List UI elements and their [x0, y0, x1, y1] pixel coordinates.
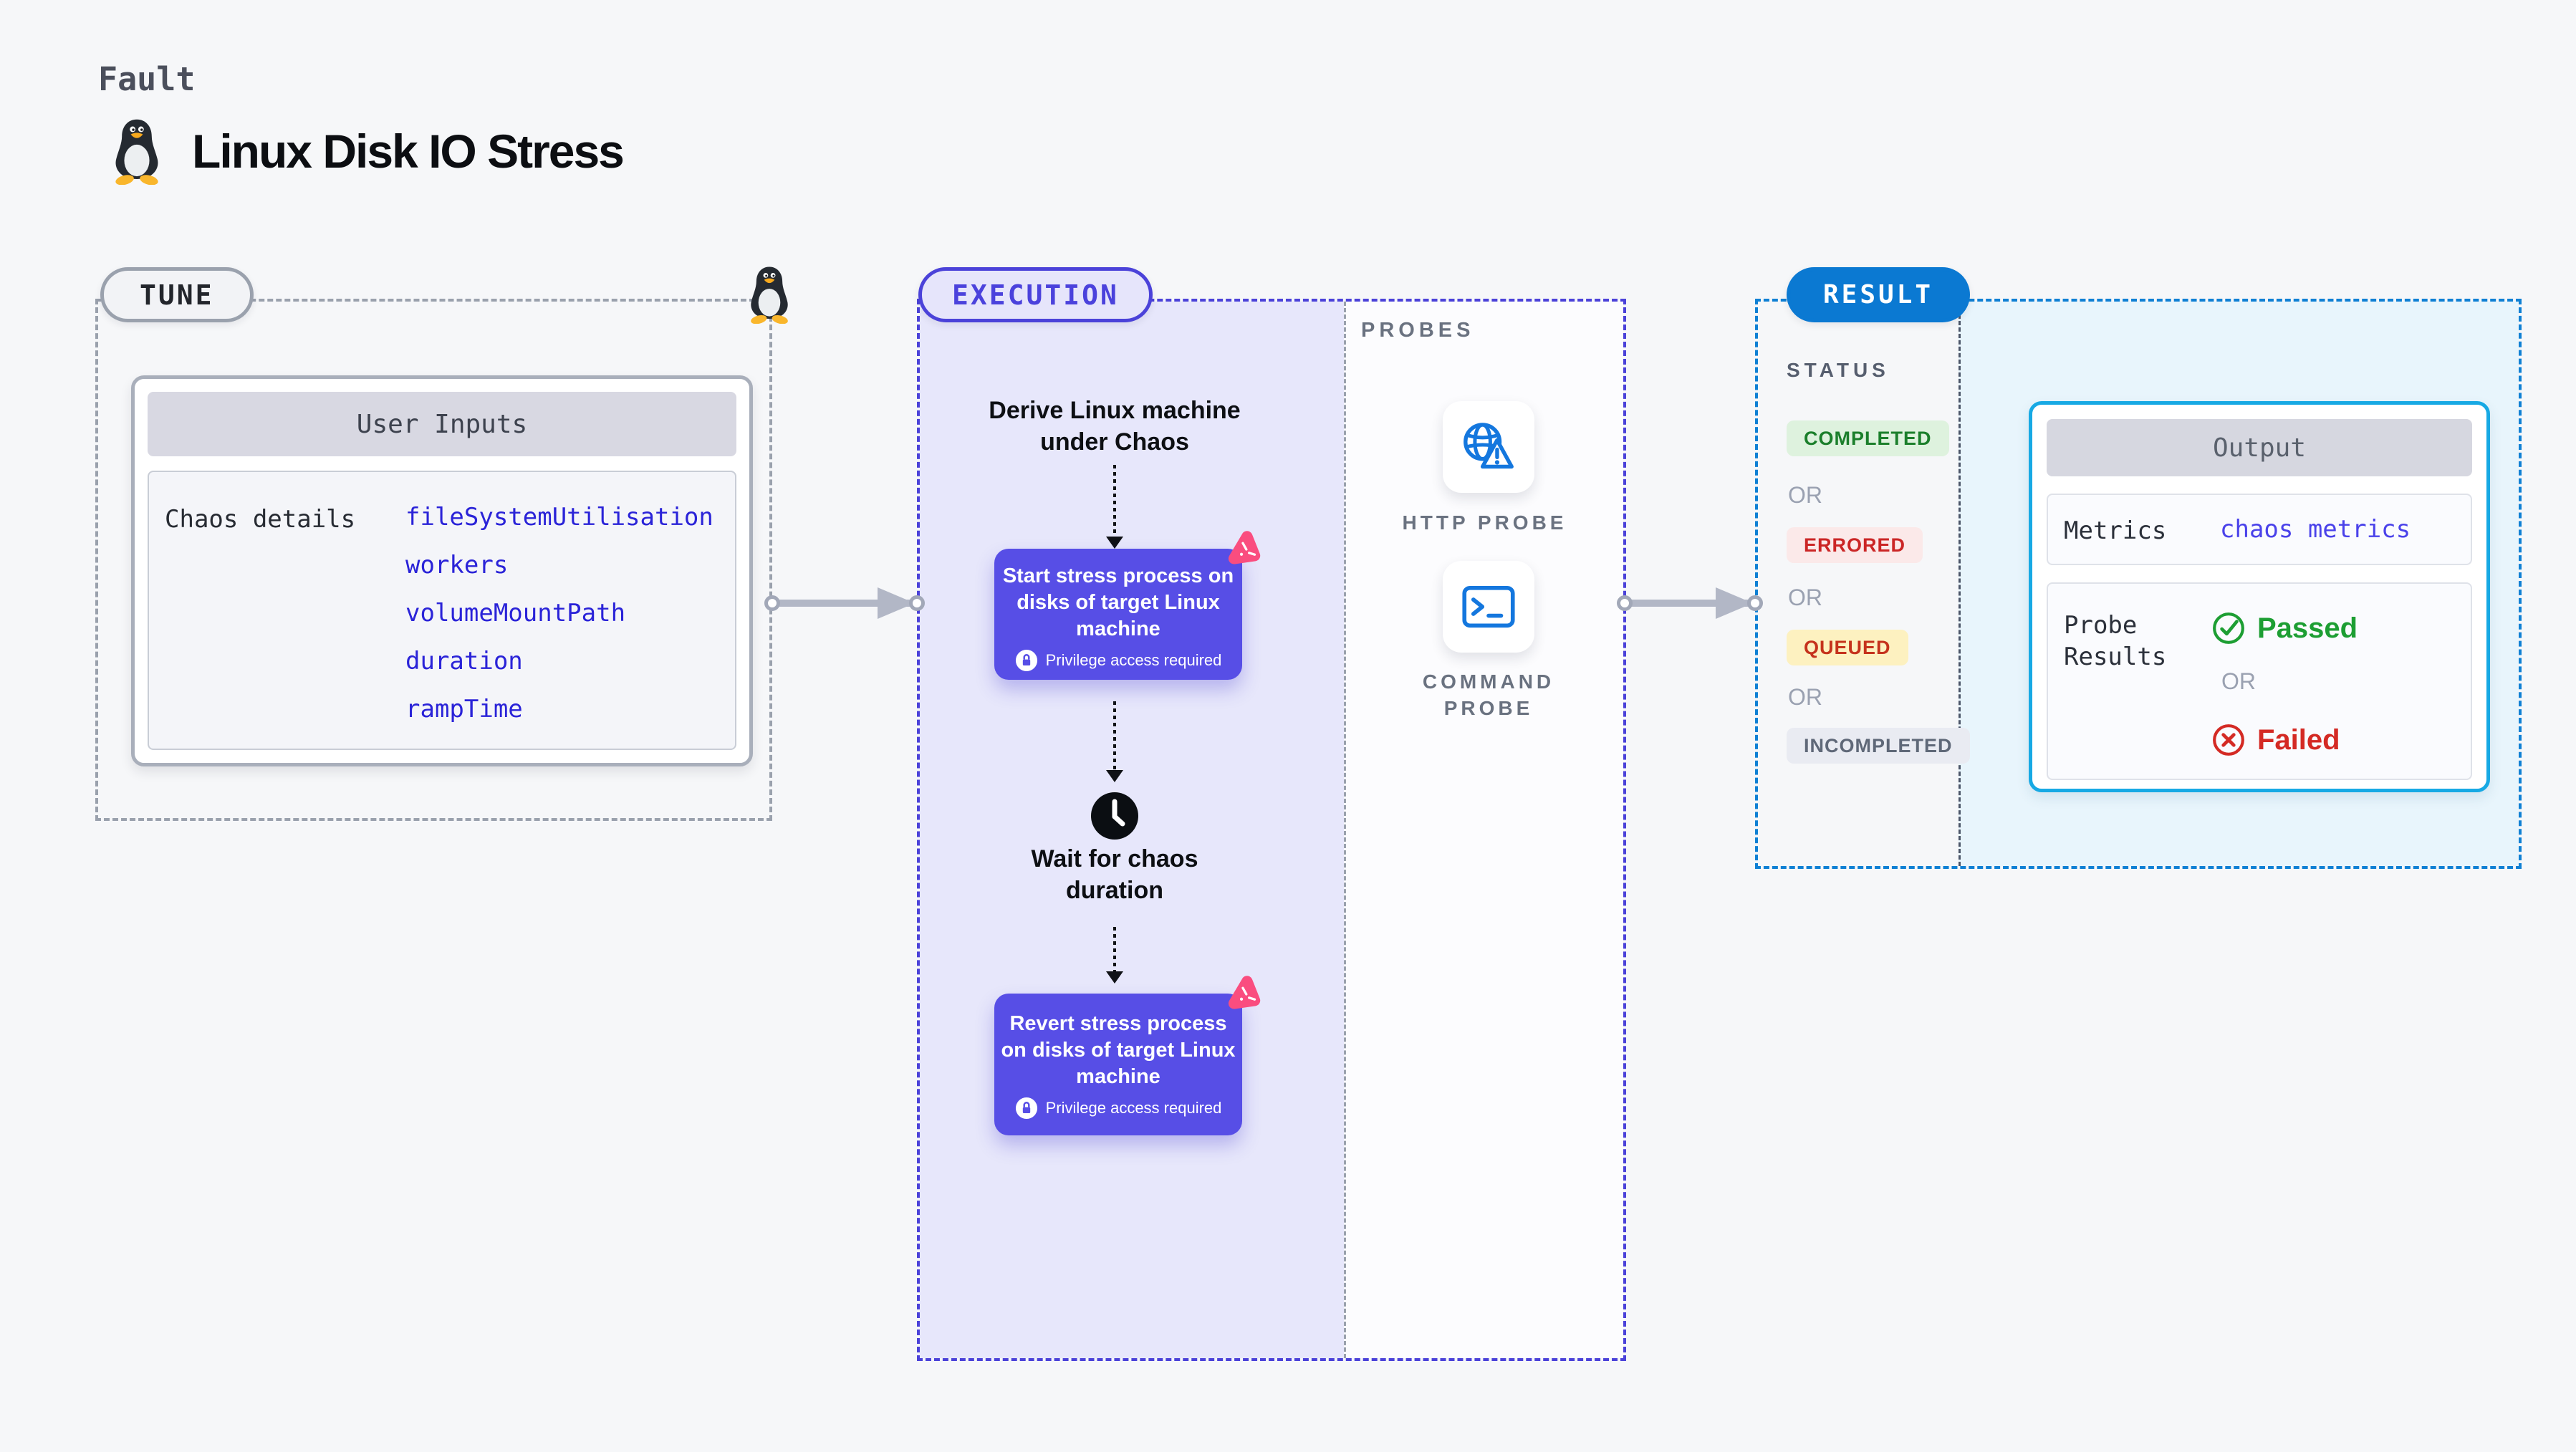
flow-arrow [1113, 465, 1116, 537]
user-inputs-body: Chaos details fileSystemUtilisation work… [148, 471, 736, 750]
or-label: OR [1788, 482, 1822, 508]
start-stress-step-card: Start stress process on disks of target … [994, 549, 1242, 680]
probe-results-label: Probe Results [2064, 611, 2167, 671]
arrowhead-icon [878, 587, 915, 619]
input-value: workers [405, 551, 509, 580]
x-circle-icon [2213, 724, 2244, 756]
metrics-value: chaos metrics [2220, 515, 2411, 544]
tune-badge: TUNE [100, 267, 254, 322]
output-card: Output Metrics chaos metrics Probe Resul… [2029, 401, 2490, 792]
metrics-row: Metrics chaos metrics [2047, 494, 2472, 565]
probes-panel: PROBES HTTP PROBE COMMAND PROBE [1344, 302, 1623, 1358]
revert-stress-step-card: Revert stress process on disks of target… [994, 994, 1242, 1135]
arrowhead-icon [1106, 971, 1123, 984]
terminal-icon [1462, 585, 1515, 628]
privilege-label: Privilege access required [1045, 1099, 1222, 1117]
or-label: OR [1788, 585, 1822, 610]
fault-kind-label: Fault [98, 60, 196, 98]
input-value: rampTime [405, 695, 523, 723]
http-probe-card [1443, 401, 1534, 493]
flow-arrow [1113, 927, 1116, 971]
check-circle-icon [2213, 612, 2244, 644]
privilege-note: Privilege access required [1000, 649, 1236, 672]
result-badge: RESULT [1787, 267, 1971, 322]
derive-step-label: Derive Linux machine under Chaos [989, 397, 1241, 456]
execution-badge: EXECUTION [918, 267, 1153, 322]
lock-icon [1015, 1097, 1037, 1120]
privilege-label: Privilege access required [1045, 651, 1222, 669]
user-inputs-header: User Inputs [148, 392, 736, 456]
status-badge-errored: ERRORED [1787, 527, 1923, 563]
chaos-details-label: Chaos details [165, 505, 356, 534]
connector-port-icon [1617, 595, 1633, 611]
failed-label: Failed [2257, 723, 2340, 756]
command-probe-label: COMMAND PROBE [1422, 670, 1555, 719]
failed-verdict: Failed [2211, 723, 2340, 757]
connector-arrow-tune-to-execution [764, 587, 925, 619]
tune-section-box [95, 299, 772, 821]
user-inputs-card: User Inputs Chaos details fileSystemUtil… [131, 375, 753, 766]
connector-arrow-execution-to-result [1617, 587, 1763, 619]
flow-arrow [1113, 701, 1116, 770]
passed-label: Passed [2257, 612, 2358, 644]
probes-label: PROBES [1361, 319, 1475, 342]
tux-penguin-icon [114, 119, 160, 185]
status-badge-completed: COMPLETED [1787, 420, 1949, 456]
result-section-box: STATUS COMPLETED OR ERRORED OR QUEUED OR… [1755, 299, 2522, 869]
globe-alert-icon [1464, 423, 1514, 469]
privilege-note: Privilege access required [1000, 1097, 1236, 1120]
start-stress-label: Start stress process on disks of target … [1002, 564, 1234, 640]
probe-results-row: Probe Results Passed OR Failed [2047, 582, 2472, 780]
command-probe-card [1443, 561, 1534, 653]
output-header: Output [2047, 419, 2472, 476]
passed-verdict: Passed [2211, 611, 2358, 645]
input-value: volumeMountPath [405, 599, 626, 628]
litmus-chaos-icon [1220, 971, 1264, 1016]
status-label: STATUS [1787, 359, 1890, 381]
clock-icon [1091, 792, 1138, 840]
input-value: fileSystemUtilisation [405, 503, 713, 532]
or-label: OR [1788, 684, 1822, 710]
page-title: Linux Disk IO Stress [192, 125, 625, 178]
arrowhead-icon [1106, 770, 1123, 782]
input-value: duration [405, 647, 523, 675]
connector-port-icon [764, 595, 780, 611]
wait-step-label: Wait for chaos duration [1031, 845, 1198, 904]
lock-icon [1015, 649, 1037, 672]
chaos-input-values: fileSystemUtilisation workers volumeMoun… [405, 505, 713, 721]
connector-port-icon [1747, 595, 1763, 611]
arrowhead-icon [1106, 537, 1123, 549]
page-header: Linux Disk IO Stress [109, 117, 625, 185]
arrowhead-icon [1716, 587, 1753, 619]
litmus-chaos-icon [1220, 527, 1264, 571]
http-probe-label: HTTP PROBE [1402, 511, 1567, 534]
tux-penguin-icon [749, 266, 789, 324]
metrics-label: Metrics [2064, 516, 2167, 545]
revert-stress-label: Revert stress process on disks of target… [1001, 1012, 1236, 1088]
connector-port-icon [909, 595, 925, 611]
status-badge-incompleted: INCOMPLETED [1787, 728, 1970, 764]
execution-section-box: PROBES HTTP PROBE COMMAND PROBE Derive L… [917, 299, 1626, 1361]
or-label: OR [2221, 668, 2256, 694]
status-badge-queued: QUEUED [1787, 630, 1908, 665]
